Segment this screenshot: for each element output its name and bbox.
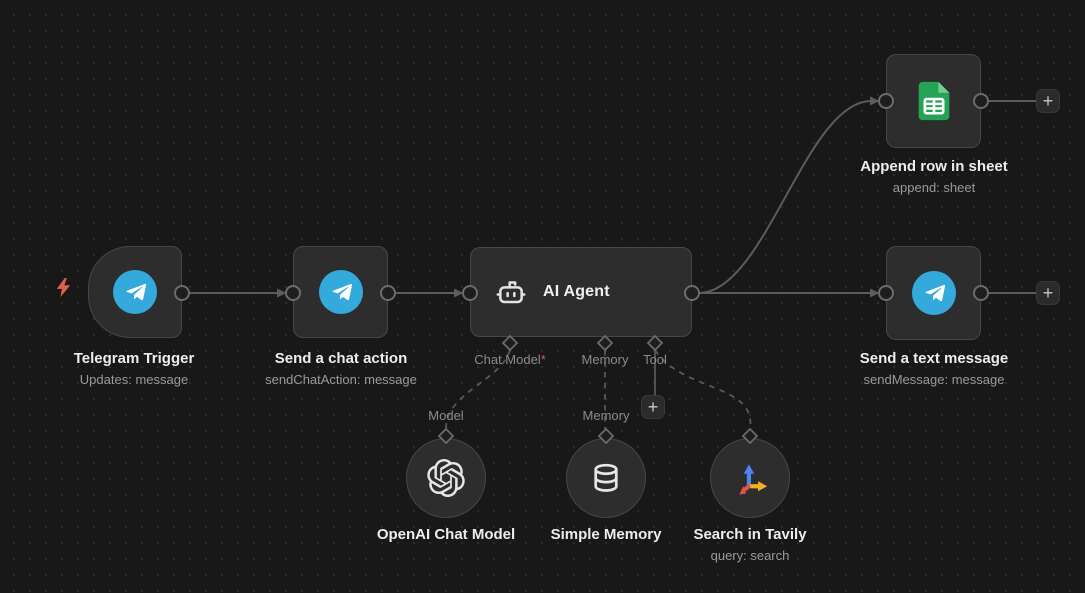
node-title: OpenAI Chat Model — [376, 526, 516, 543]
label-model-port: Model — [428, 408, 464, 423]
node-title: Send a chat action — [274, 350, 408, 367]
port-agent-memory[interactable] — [596, 334, 614, 352]
port-input-ai-agent[interactable] — [462, 285, 478, 301]
telegram-icon — [318, 270, 363, 314]
add-tool-button[interactable]: + — [641, 395, 665, 419]
label-memory-port: Memory — [582, 408, 630, 423]
port-openai-model[interactable] — [437, 427, 455, 445]
openai-icon — [427, 459, 465, 497]
node-title: AI Agent — [543, 283, 610, 300]
telegram-icon — [113, 270, 157, 314]
node-title: Simple Memory — [550, 526, 662, 543]
plus-icon: + — [1042, 283, 1054, 303]
label-telegram-trigger: Telegram Trigger Updates: message — [44, 350, 224, 387]
label-openai-chat-model: OpenAI Chat Model — [346, 526, 546, 543]
node-telegram-trigger[interactable] — [88, 246, 182, 338]
wire-agent-to-append-row — [698, 100, 872, 294]
tavily-arrows-icon — [729, 457, 771, 499]
label-agent-tool: Tool — [643, 352, 667, 367]
label-simple-memory: Simple Memory — [506, 526, 706, 543]
google-sheets-icon — [911, 78, 957, 124]
node-title: Telegram Trigger — [73, 350, 195, 367]
port-output-telegram-trigger[interactable] — [174, 285, 190, 301]
label-send-chat-action: Send a chat action sendChatAction: messa… — [241, 350, 441, 387]
add-node-after-append-row-button[interactable]: + — [1036, 89, 1060, 113]
node-subtitle: query: search — [710, 548, 790, 563]
node-ai-agent[interactable]: AI Agent — [470, 247, 692, 337]
node-send-chat-action[interactable] — [293, 246, 388, 338]
port-agent-tool[interactable] — [646, 334, 664, 352]
node-subtitle: append: sheet — [892, 180, 976, 195]
node-subtitle: sendMessage: message — [863, 372, 1005, 387]
port-input-send-chat-action[interactable] — [285, 285, 301, 301]
label-append-row-in-sheet: Append row in sheet append: sheet — [834, 158, 1034, 195]
node-openai-chat-model[interactable] — [406, 438, 486, 518]
bot-icon — [495, 276, 527, 308]
zap-icon — [55, 278, 72, 302]
label-search-in-tavily: Search in Tavily query: search — [650, 526, 850, 563]
port-output-send-chat-action[interactable] — [380, 285, 396, 301]
port-output-send-message[interactable] — [973, 285, 989, 301]
node-simple-memory[interactable] — [566, 438, 646, 518]
node-title: Append row in sheet — [860, 158, 1008, 175]
required-mark: * — [540, 352, 546, 367]
database-icon — [587, 459, 625, 497]
port-tavily-top[interactable] — [741, 427, 759, 445]
port-agent-chat-model[interactable] — [501, 334, 519, 352]
telegram-icon — [911, 271, 956, 315]
label-send-a-text-message: Send a text message sendMessage: message — [834, 350, 1034, 387]
add-node-after-send-message-button[interactable]: + — [1036, 281, 1060, 305]
node-title: Send a text message — [859, 350, 1009, 367]
port-output-ai-agent[interactable] — [684, 285, 700, 301]
node-subtitle: Updates: message — [79, 372, 189, 387]
port-memory-top[interactable] — [597, 427, 615, 445]
port-input-append-row[interactable] — [878, 93, 894, 109]
plus-icon: + — [647, 397, 659, 417]
node-send-a-text-message[interactable] — [886, 246, 981, 340]
node-append-row-in-sheet[interactable] — [886, 54, 981, 148]
node-subtitle: sendChatAction: message — [265, 372, 417, 387]
node-title: Search in Tavily — [693, 526, 807, 543]
port-output-append-row[interactable] — [973, 93, 989, 109]
plus-icon: + — [1042, 91, 1054, 111]
node-search-in-tavily[interactable] — [710, 438, 790, 518]
port-input-send-message[interactable] — [878, 285, 894, 301]
